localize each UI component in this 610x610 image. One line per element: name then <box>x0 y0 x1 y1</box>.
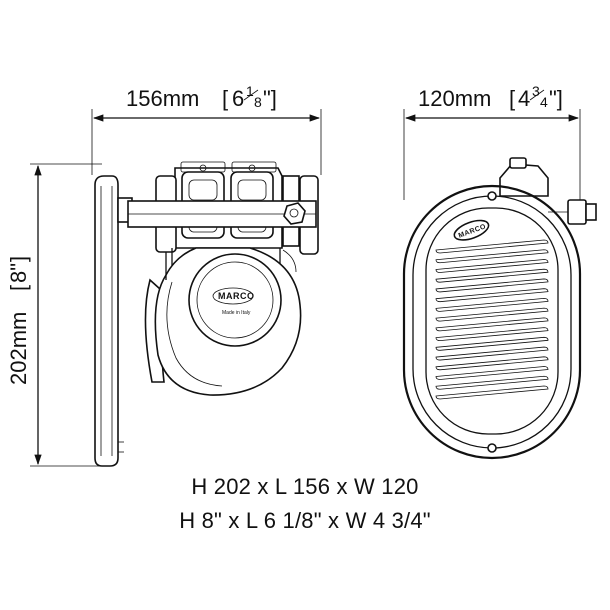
grille-slat <box>435 307 549 322</box>
grille-slat <box>435 327 549 342</box>
grille-slat <box>435 375 549 390</box>
width-inch-whole: 4 <box>518 86 530 111</box>
width-dimension: 120mm [ 4 3 4 "] <box>403 83 581 200</box>
height-dimension: 202mm [ 8" ] <box>6 163 102 467</box>
length-mm-label: 156mm <box>126 86 199 111</box>
grille-slat <box>435 336 549 351</box>
length-inch-denominator: 8 <box>254 94 262 110</box>
horn-side-view: MARCO Made in Italy <box>94 161 319 467</box>
grille-slat <box>435 278 549 293</box>
width-bracket-open: [ <box>509 86 515 111</box>
width-inch-numerator: 3 <box>532 83 540 99</box>
grille-slat <box>435 268 549 283</box>
width-bracket-close: "] <box>549 86 563 111</box>
spec-imperial: H 8" x L 6 1/8" x W 4 3/4" <box>179 508 431 533</box>
horn-front-view: MARCO <box>402 157 597 460</box>
side-logo-brand: MARCO <box>218 291 255 301</box>
length-bracket-close: "] <box>263 86 277 111</box>
spec-metric: H 202 x L 156 x W 120 <box>191 474 419 499</box>
grille-slat <box>435 385 549 400</box>
grille-slat <box>435 356 549 371</box>
length-inch-whole: 6 <box>232 86 244 111</box>
grille-slat <box>435 346 549 361</box>
grille-slat <box>435 259 549 273</box>
width-mm-label: 120mm <box>418 86 491 111</box>
height-bracket-close: ] <box>6 256 31 262</box>
height-mm-label: 202mm <box>6 312 31 385</box>
side-logo-made-in: Made in Italy <box>222 310 251 316</box>
width-inch-denominator: 4 <box>540 94 548 110</box>
grille-slat <box>435 249 549 264</box>
length-bracket-open: [ <box>222 86 228 111</box>
grille-slat <box>435 366 549 380</box>
grille-slat <box>435 288 549 303</box>
height-inch-label: 8" <box>6 263 31 283</box>
grille-slat <box>435 317 549 332</box>
length-dimension: 156mm [ 6 1 8 "] <box>91 83 322 175</box>
height-bracket-open: [ <box>6 285 31 291</box>
grille-slats <box>435 239 549 400</box>
length-inch-numerator: 1 <box>246 83 254 99</box>
grille-slat <box>435 297 549 312</box>
grille-slat <box>435 239 549 254</box>
